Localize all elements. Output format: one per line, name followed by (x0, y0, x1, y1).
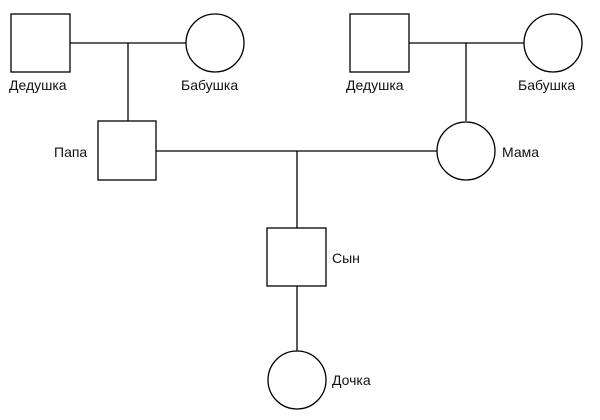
son-square (266, 227, 327, 287)
mother-circle (436, 121, 496, 181)
mother-label: Мама (502, 144, 539, 160)
grandfather-paternal-label: Дедушка (9, 77, 67, 93)
grandfather-maternal-label: Дедушка (346, 77, 404, 93)
father-square (97, 120, 157, 181)
grandmother-maternal-label: Бабушка (518, 77, 575, 93)
grandmother-maternal-circle (523, 13, 583, 73)
grandfather-paternal-square (10, 13, 71, 73)
grandmother-paternal-label: Бабушка (181, 77, 238, 93)
grandmother-paternal-circle (185, 13, 245, 73)
daughter-circle (267, 350, 327, 410)
daughter-label: Дочка (332, 372, 371, 388)
father-label: Папа (54, 144, 87, 160)
grandfather-maternal-square (349, 13, 410, 73)
son-label: Сын (332, 250, 360, 266)
connector-lines (70, 42, 524, 351)
